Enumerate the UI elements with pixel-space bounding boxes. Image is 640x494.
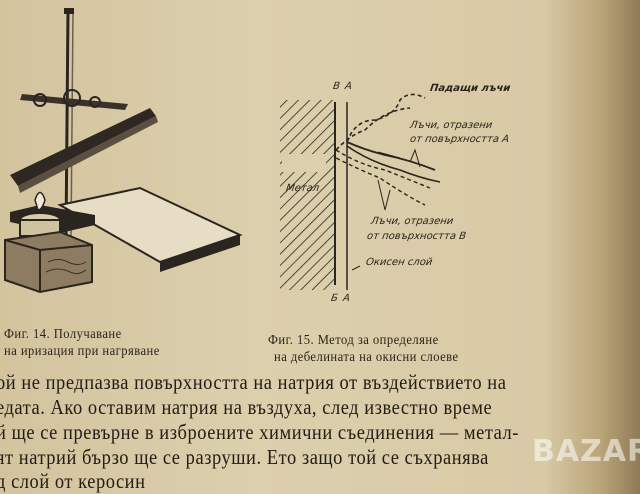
- body-text-line: д слой от керосин: [0, 469, 146, 493]
- body-text-line: ой не предпазва повърхността на натрия о…: [0, 370, 507, 394]
- watermark-logo: BAZAR: [532, 434, 640, 469]
- label-bottom-b: Б: [330, 293, 339, 304]
- label-top-b: В: [332, 81, 341, 92]
- figure-15-diagram: [280, 93, 441, 290]
- body-text-line: ят натрий бързо ще се разруши. Ето защо …: [0, 445, 489, 469]
- body-text-line: й ще се превърне в изброените химични съ…: [0, 420, 519, 444]
- body-text-line: едата. Ако оставим натрия на въздуха, сл…: [0, 395, 493, 419]
- label-reflected-a-1: Лъчи, отразени: [409, 120, 494, 131]
- label-incident-rays: Падащи лъчи: [429, 83, 511, 94]
- figure-15-caption-line1: Фиг. 15. Метод за определяне: [268, 333, 439, 348]
- figure-14-illustration: [4, 8, 243, 294]
- label-top-a: А: [344, 81, 353, 92]
- label-bottom-a: А: [342, 293, 351, 304]
- label-reflected-b-1: Лъчи, отразени: [370, 216, 455, 227]
- figure-15-caption-line2: на дебелината на окисни слоеве: [274, 350, 459, 365]
- figure-14-caption-line2: на иризация при нагряване: [4, 344, 160, 359]
- label-oxide-layer: Окисен слой: [365, 257, 434, 268]
- label-metal: Метал: [285, 183, 320, 194]
- label-reflected-a-2: от повърхността А: [409, 134, 510, 145]
- figure-14-caption-line1: Фиг. 14. Получаване: [4, 327, 122, 342]
- label-reflected-b-2: от повърхността В: [366, 231, 467, 242]
